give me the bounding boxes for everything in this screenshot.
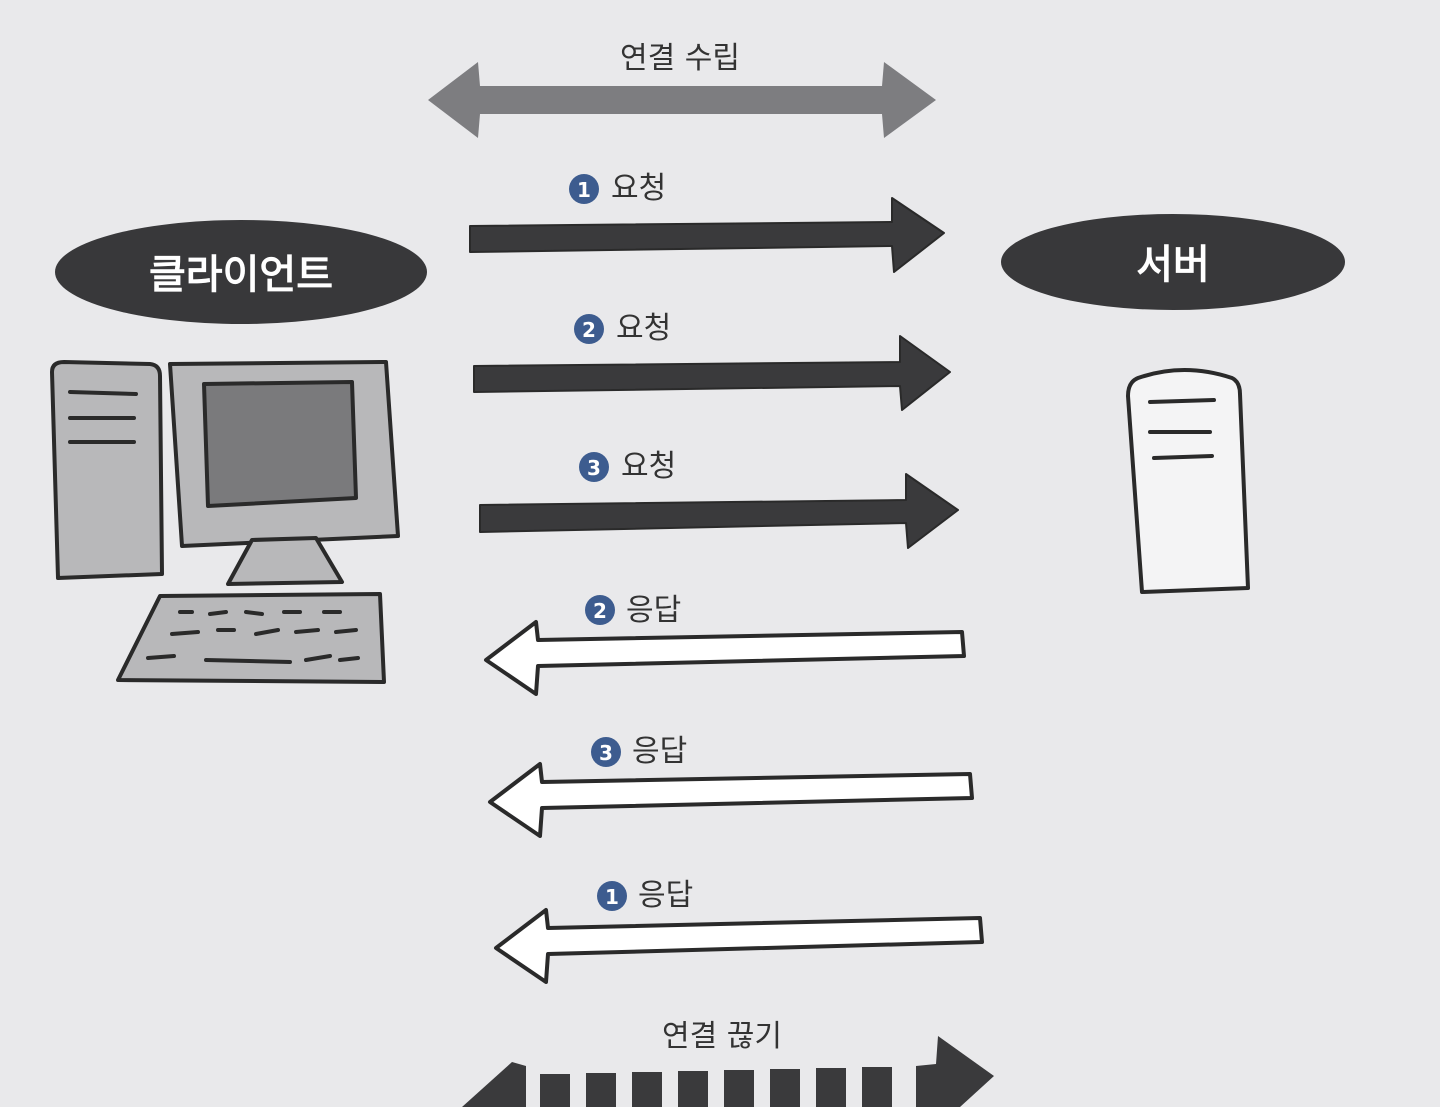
response-2: 2 응답 (486, 593, 964, 694)
client-group: 클라이언트 (52, 220, 427, 682)
server-group: 서버 (1001, 214, 1345, 592)
response-label: 응답 (638, 878, 693, 913)
response-3: 3 응답 (490, 734, 972, 836)
number-badge-text: 1 (577, 178, 591, 202)
server-label: 서버 (1136, 242, 1210, 288)
request-arrow (480, 474, 958, 548)
number-badge-text: 3 (587, 456, 601, 480)
request-3: 3 요청 (480, 449, 958, 548)
request-arrow (474, 336, 950, 410)
desktop-computer-icon (52, 362, 398, 682)
connect-label: 연결 수립 (620, 41, 740, 76)
number-badge-text: 2 (582, 318, 596, 342)
request-label: 요청 (616, 311, 671, 346)
disconnect-label: 연결 끊기 (662, 1019, 782, 1054)
response-arrow (490, 764, 972, 836)
number-badge-text: 3 (599, 741, 613, 765)
request-arrow (470, 198, 944, 272)
response-label: 응답 (632, 734, 687, 769)
request-1: 1 요청 (470, 171, 944, 272)
client-label: 클라이언트 (149, 252, 333, 298)
server-pill: 서버 (1001, 214, 1345, 310)
number-badge-text: 2 (593, 599, 607, 623)
number-badge-text: 1 (605, 885, 619, 909)
request-label: 요청 (611, 171, 666, 206)
server-tower-icon (1128, 370, 1248, 592)
connect-group: 연결 수립 (428, 41, 936, 138)
request-label: 요청 (621, 449, 676, 484)
response-arrow (496, 910, 982, 982)
client-pill: 클라이언트 (55, 220, 427, 324)
response-label: 응답 (626, 593, 681, 628)
response-arrow (486, 622, 964, 694)
response-1: 1 응답 (496, 878, 982, 982)
request-2: 2 요청 (474, 311, 950, 410)
disconnect-group: 연결 끊기 (462, 1019, 994, 1107)
